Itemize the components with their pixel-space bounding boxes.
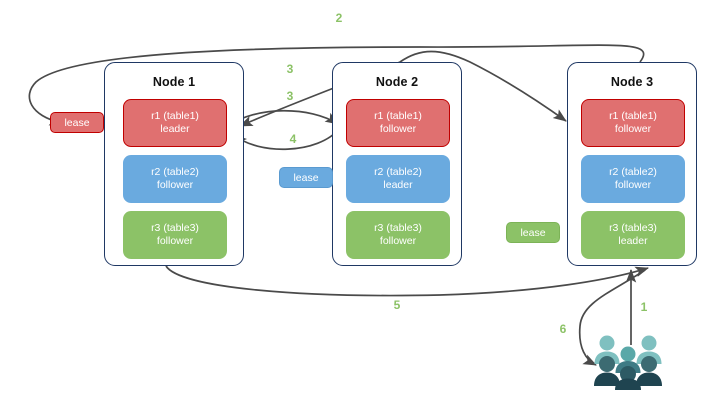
replica-r3[interactable]: r3 (table3) follower — [346, 211, 450, 259]
replica-role: leader — [618, 235, 648, 247]
replica-r1[interactable]: r1 (table1) follower — [581, 99, 685, 147]
replica-r3[interactable]: r3 (table3) follower — [123, 211, 227, 259]
replica-name: r2 (table2) — [609, 165, 657, 178]
replica-role: follower — [156, 235, 194, 247]
step-label-3-upper: 3 — [286, 62, 294, 76]
replica-r2[interactable]: r2 (table2) follower — [581, 155, 685, 203]
replica-role: follower — [156, 179, 194, 191]
lease-badge-r3[interactable]: lease — [506, 222, 560, 243]
replica-name: r1 (table1) — [609, 109, 657, 122]
lease-label: lease — [520, 226, 546, 239]
replica-role: follower — [614, 179, 652, 191]
node-title: Node 3 — [610, 75, 654, 89]
node-box-2[interactable]: Node 2 r1 (table1) follower r2 (table2) … — [332, 62, 462, 266]
replica-r1[interactable]: r1 (table1) follower — [346, 99, 450, 147]
replica-name: r1 (table1) — [151, 109, 199, 122]
node-title: Node 2 — [375, 75, 419, 89]
replica-r2[interactable]: r2 (table2) leader — [346, 155, 450, 203]
replica-name: r2 (table2) — [374, 165, 422, 178]
step-label-2: 2 — [335, 11, 343, 25]
lease-label: lease — [293, 171, 319, 184]
step-label-1: 1 — [640, 300, 648, 314]
node-title: Node 1 — [152, 75, 196, 89]
node-box-1[interactable]: Node 1 r1 (table1) leader r2 (table2) fo… — [104, 62, 244, 266]
step-label-6: 6 — [559, 322, 567, 336]
arrow-step-2 — [28, 44, 645, 126]
step-label-4: 4 — [289, 132, 297, 146]
replica-r3[interactable]: r3 (table3) leader — [581, 211, 685, 259]
replica-role: leader — [383, 179, 413, 191]
replica-name: r3 (table3) — [609, 221, 657, 234]
lease-label: lease — [64, 116, 90, 129]
replica-name: r1 (table1) — [374, 109, 422, 122]
users-group-icon — [594, 335, 662, 390]
replica-name: r3 (table3) — [374, 221, 422, 234]
replica-role: follower — [379, 123, 417, 135]
replica-r1[interactable]: r1 (table1) leader — [123, 99, 227, 147]
step-label-5: 5 — [393, 298, 401, 312]
replica-name: r3 (table3) — [151, 221, 199, 234]
lease-badge-r1[interactable]: lease — [50, 112, 104, 133]
arrow-step-6 — [578, 269, 646, 366]
arrow-step-5 — [165, 265, 649, 297]
node-box-3[interactable]: Node 3 r1 (table1) follower r2 (table2) … — [567, 62, 697, 266]
replica-name: r2 (table2) — [151, 165, 199, 178]
replica-role: leader — [160, 123, 190, 135]
replica-r2[interactable]: r2 (table2) follower — [123, 155, 227, 203]
step-label-3-lower: 3 — [286, 89, 294, 103]
arrow-step-3-right — [399, 50, 567, 122]
lease-badge-r2[interactable]: lease — [279, 167, 333, 188]
replica-role: follower — [379, 235, 417, 247]
replica-role: follower — [614, 123, 652, 135]
